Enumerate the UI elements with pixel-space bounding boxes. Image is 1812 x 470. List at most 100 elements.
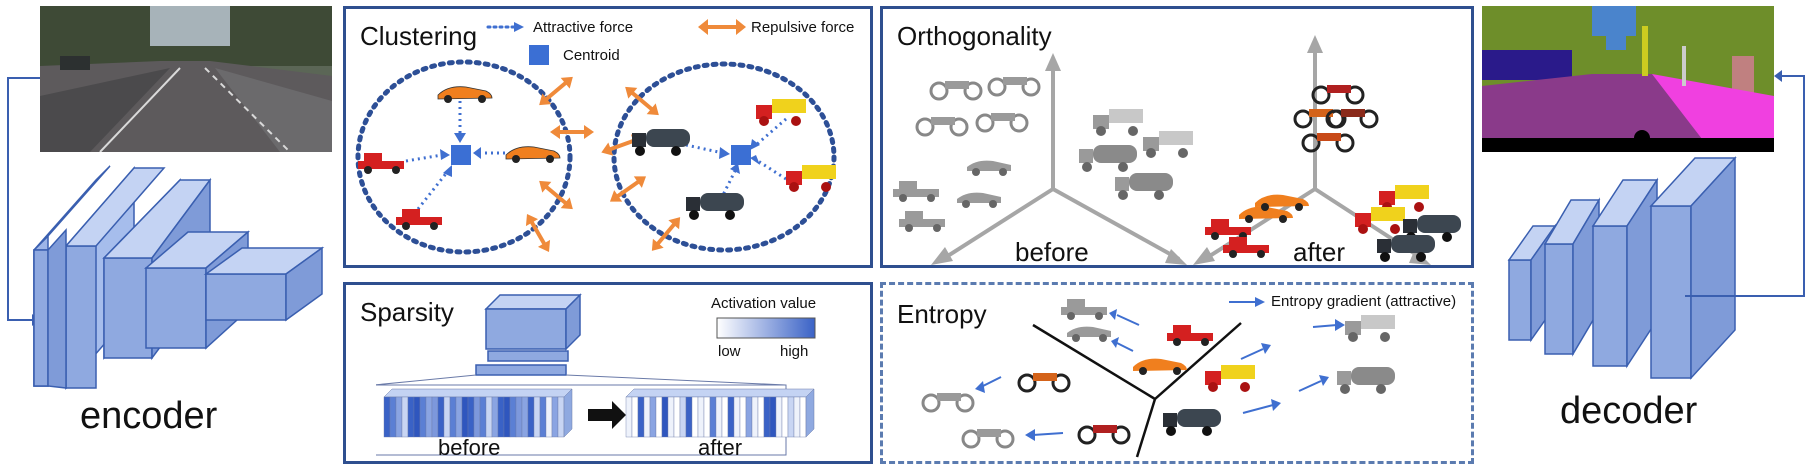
decoder-output-connector — [1774, 70, 1805, 297]
dump-truck-icon — [1355, 207, 1405, 234]
activation-cell — [733, 396, 741, 438]
car-centroid — [451, 145, 471, 165]
activation-cell — [407, 396, 415, 438]
activation-cell — [637, 396, 645, 438]
entropy-diagram — [921, 299, 1395, 458]
activation-cell — [799, 396, 807, 438]
activation-cell — [473, 396, 481, 438]
entropy-gradient-legend-icon — [1229, 297, 1265, 307]
sparsity-diagram — [376, 293, 815, 456]
orthogonality-panel: Orthogonality — [880, 6, 1474, 268]
before-axes — [941, 67, 1180, 261]
activation-cell — [479, 396, 487, 438]
activation-value-label: Activation value — [711, 295, 817, 312]
motorcycle-icon — [1325, 109, 1379, 129]
sports-car-icon — [437, 86, 493, 103]
activation-cell — [643, 396, 651, 438]
attractive-arrows — [405, 101, 787, 210]
activation-cell — [655, 396, 663, 438]
truck-cluster-boundary — [611, 61, 837, 253]
truck-icon — [1093, 109, 1143, 136]
activation-cell — [509, 396, 517, 438]
clustering-diagram — [355, 59, 837, 255]
motorcycle-icon — [915, 117, 969, 137]
car-icon — [1067, 326, 1111, 342]
after-activation-vector — [625, 388, 815, 438]
activation-cell — [721, 396, 729, 438]
activation-cell — [491, 396, 499, 438]
activation-cell — [455, 396, 463, 438]
activation-colorbar — [716, 317, 816, 339]
orthogonality-diagram — [893, 35, 1461, 265]
activation-cell — [467, 396, 475, 438]
activation-cell — [745, 396, 753, 438]
activation-cell — [395, 396, 403, 438]
activation-cell — [533, 396, 541, 438]
sports-car-icon — [505, 146, 561, 163]
activation-cell — [631, 396, 639, 438]
dump-truck-icon — [1205, 365, 1255, 392]
activation-cell — [521, 396, 529, 438]
activation-cell — [461, 396, 469, 438]
vintage-car-icon — [1167, 325, 1213, 346]
decision-boundaries — [1032, 322, 1242, 458]
decoder-blocks — [1507, 156, 1774, 380]
motorcycle-icon — [1077, 425, 1131, 445]
clustering-title: Clustering — [360, 21, 478, 51]
car-icon — [967, 160, 1011, 176]
activation-cell — [649, 396, 657, 438]
activation-cell — [709, 396, 717, 438]
activation-cell — [781, 396, 789, 438]
encoder-blocks — [33, 165, 325, 390]
car-cluster-boundary — [355, 59, 573, 255]
activation-cell — [485, 396, 493, 438]
activation-cell — [551, 396, 559, 438]
activation-cell — [751, 396, 759, 438]
activation-cell — [539, 396, 547, 438]
activation-cell — [527, 396, 535, 438]
vintage-car-icon — [1205, 219, 1251, 240]
car-icon — [957, 192, 1001, 208]
centroid-legend-icon — [529, 45, 549, 65]
motorcycle-icon — [1311, 85, 1365, 105]
activation-cell — [691, 396, 699, 438]
activation-cell — [401, 396, 409, 438]
sparsity-before-label: before — [438, 435, 501, 460]
activation-cell — [425, 396, 433, 438]
tanker-truck-icon — [686, 193, 744, 220]
repulsive-force-legend-label: Repulsive force — [751, 19, 855, 36]
sports-car-icon — [1255, 194, 1309, 211]
motorcycle-icon — [1017, 373, 1071, 393]
colorbar-high-label: high — [780, 343, 809, 360]
activation-cell — [697, 396, 705, 438]
transform-arrow — [588, 401, 626, 429]
after-vehicles — [1205, 85, 1461, 262]
activation-cell — [715, 396, 723, 438]
motorcycle-icon — [921, 393, 975, 413]
dump-truck-icon — [756, 99, 806, 126]
centroid-legend-label: Centroid — [563, 47, 620, 64]
activation-cell — [793, 396, 801, 438]
activation-cell — [515, 396, 523, 438]
tanker-truck-icon — [1377, 235, 1435, 262]
tanker-truck-icon — [1337, 367, 1395, 394]
activation-cell — [449, 396, 457, 438]
entropy-panel: Entropy Entropy gradient (attractive) — [880, 282, 1474, 464]
activation-cell — [685, 396, 693, 438]
truck-icon — [1345, 315, 1395, 342]
activation-cell — [727, 396, 735, 438]
tanker-truck-icon — [1079, 145, 1137, 172]
input-street-image — [40, 6, 332, 152]
tanker-truck-icon — [1115, 173, 1173, 200]
before-activation-vector — [383, 388, 573, 438]
motorcycle-icon — [987, 77, 1041, 97]
sports-car-icon — [1239, 206, 1293, 223]
vintage-car-icon — [358, 153, 404, 174]
encoder-label: encoder — [80, 395, 218, 437]
activation-cell — [497, 396, 505, 438]
entropy-gradient-arrows — [980, 314, 1338, 436]
activation-cell — [545, 396, 553, 438]
sparsity-panel: Sparsity Activation value low high befor… — [343, 282, 873, 464]
activation-cell — [413, 396, 421, 438]
tanker-truck-icon — [1163, 409, 1221, 436]
